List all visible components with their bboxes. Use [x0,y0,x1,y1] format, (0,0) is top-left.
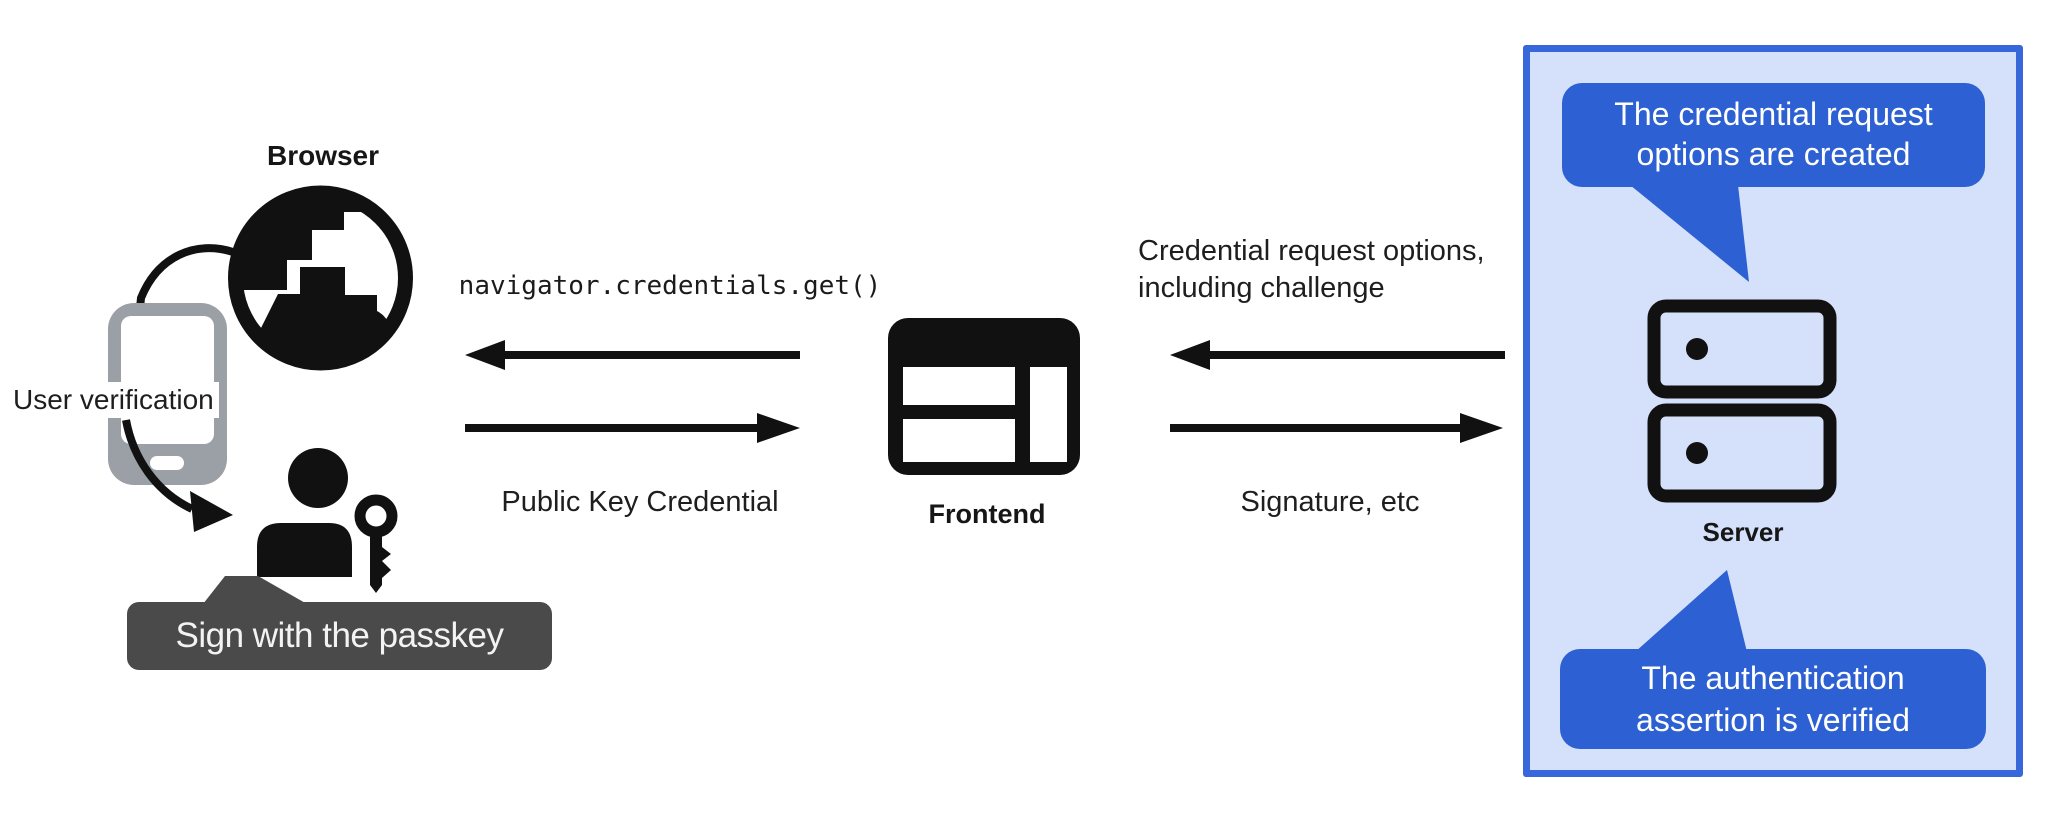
callout-verified-line1: The authentication [1641,660,1905,696]
globe-icon [228,185,413,371]
credential-request-options-label: Credential request options, including ch… [1138,233,1485,307]
server-stack-icon [1647,299,1837,503]
credential-request-options-line1: Credential request options, [1138,235,1485,267]
passkey-tooltip: Sign with the passkey [127,602,552,670]
arrow-frontend-to-browser [465,340,800,370]
signature-label: Signature, etc [1240,486,1420,518]
arrow-server-to-frontend [1170,340,1505,370]
user-verification-label: User verification [8,382,219,418]
passkey-tooltip-pointer [203,576,307,604]
arrow-browser-to-frontend [465,413,800,443]
callout-created-tail [1630,185,1749,282]
navigator-get-call-label: navigator.credentials.get() [458,271,882,301]
credential-request-options-line2: including challenge [1138,272,1385,304]
arrow-frontend-to-server [1170,413,1503,443]
public-key-credential-label: Public Key Credential [501,486,779,518]
server-label: Server [1702,517,1784,547]
callout-verified: The authentication assertion is verified [1560,649,1986,749]
callout-verified-line2: assertion is verified [1636,702,1910,738]
frontend-label: Frontend [928,499,1046,529]
callout-created-line1: The credential request [1614,96,1933,132]
key-icon [354,494,398,593]
callout-created: The credential request options are creat… [1562,83,1985,187]
browser-window-icon [888,318,1080,475]
callout-created-line2: options are created [1636,136,1911,172]
curved-arrow-phone-to-user [122,419,233,532]
passkey-tooltip-text: Sign with the passkey [175,616,504,655]
browser-label: Browser [266,140,380,171]
callout-verified-tail [1635,570,1747,652]
person-icon [257,448,352,577]
